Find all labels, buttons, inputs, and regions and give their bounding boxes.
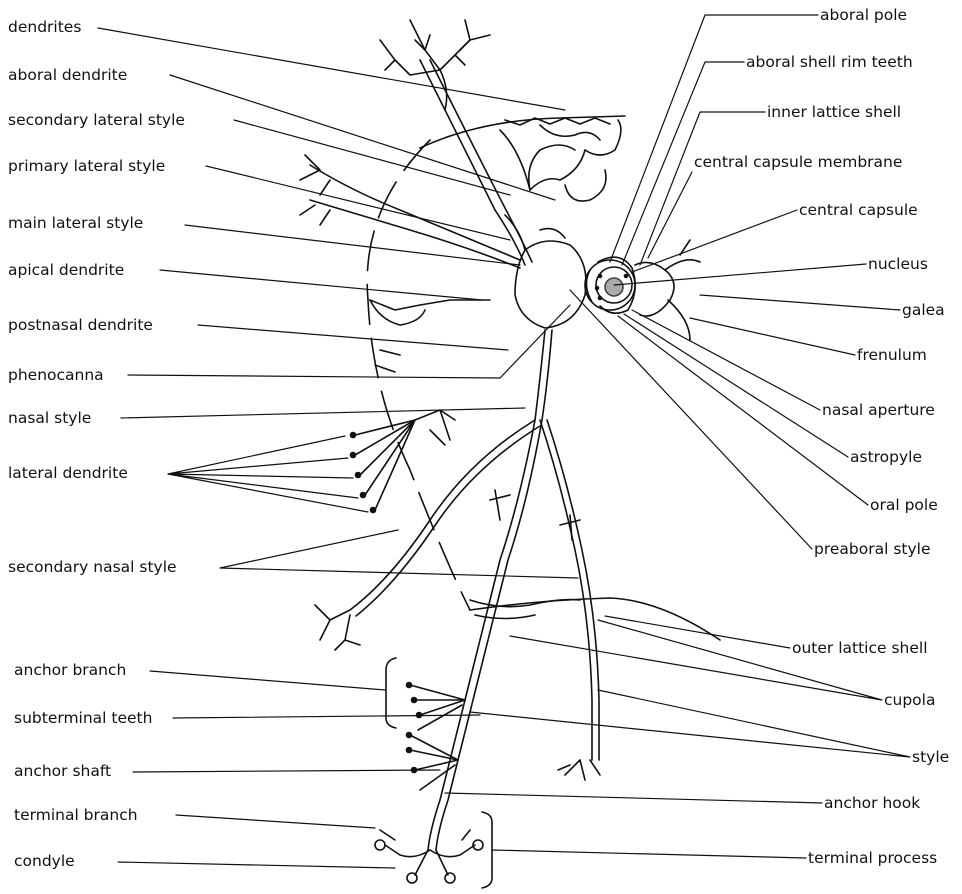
label-outer-lattice-shell: outer lattice shell <box>792 639 928 657</box>
label-nucleus: nucleus <box>868 255 928 273</box>
label-phenocanna: phenocanna <box>8 366 104 384</box>
label-secondary-lateral-style: secondary lateral style <box>8 111 185 129</box>
label-postnasal-dendrite: postnasal dendrite <box>8 316 153 334</box>
label-style: style <box>912 748 949 766</box>
top-dendrites-drawing <box>380 20 490 110</box>
label-nasal-aperture: nasal aperture <box>822 401 935 419</box>
lateral-dendrite-drawing <box>351 410 456 513</box>
label-aboral-pole: aboral pole <box>820 6 907 24</box>
anchor-drawing <box>407 683 601 791</box>
main-styles-drawing <box>420 60 599 850</box>
label-condyle: condyle <box>14 852 75 870</box>
lateral-styles-drawing <box>300 155 520 372</box>
label-aboral-dendrite: aboral dendrite <box>8 66 127 84</box>
label-lateral-dendrite: lateral dendrite <box>8 464 128 482</box>
label-nasal-style: nasal style <box>8 409 91 427</box>
label-secondary-nasal-style: secondary nasal style <box>8 558 177 576</box>
label-astropyle: astropyle <box>850 448 922 466</box>
label-terminal-process: terminal process <box>808 849 937 867</box>
label-central-capsule-membrane: central capsule membrane <box>694 153 902 171</box>
label-main-lateral-style: main lateral style <box>8 214 143 232</box>
label-inner-lattice-shell: inner lattice shell <box>767 103 901 121</box>
label-oral-pole: oral pole <box>870 496 938 514</box>
label-cupola: cupola <box>884 691 935 709</box>
label-apical-dendrite: apical dendrite <box>8 261 124 279</box>
label-preaboral-style: preaboral style <box>814 540 931 558</box>
label-terminal-branch: terminal branch <box>14 806 138 824</box>
label-subterminal-teeth: subterminal teeth <box>14 709 152 727</box>
label-frenulum: frenulum <box>857 346 927 364</box>
label-anchor-shaft: anchor shaft <box>14 762 111 780</box>
label-anchor-hook: anchor hook <box>824 794 920 812</box>
label-aboral-shell-rim-teeth: aboral shell rim teeth <box>746 53 913 71</box>
label-anchor-branch: anchor branch <box>14 661 126 679</box>
label-central-capsule: central capsule <box>799 201 918 219</box>
label-primary-lateral-style: primary lateral style <box>8 157 165 175</box>
label-galea: galea <box>902 301 945 319</box>
label-dendrites: dendrites <box>8 18 81 36</box>
